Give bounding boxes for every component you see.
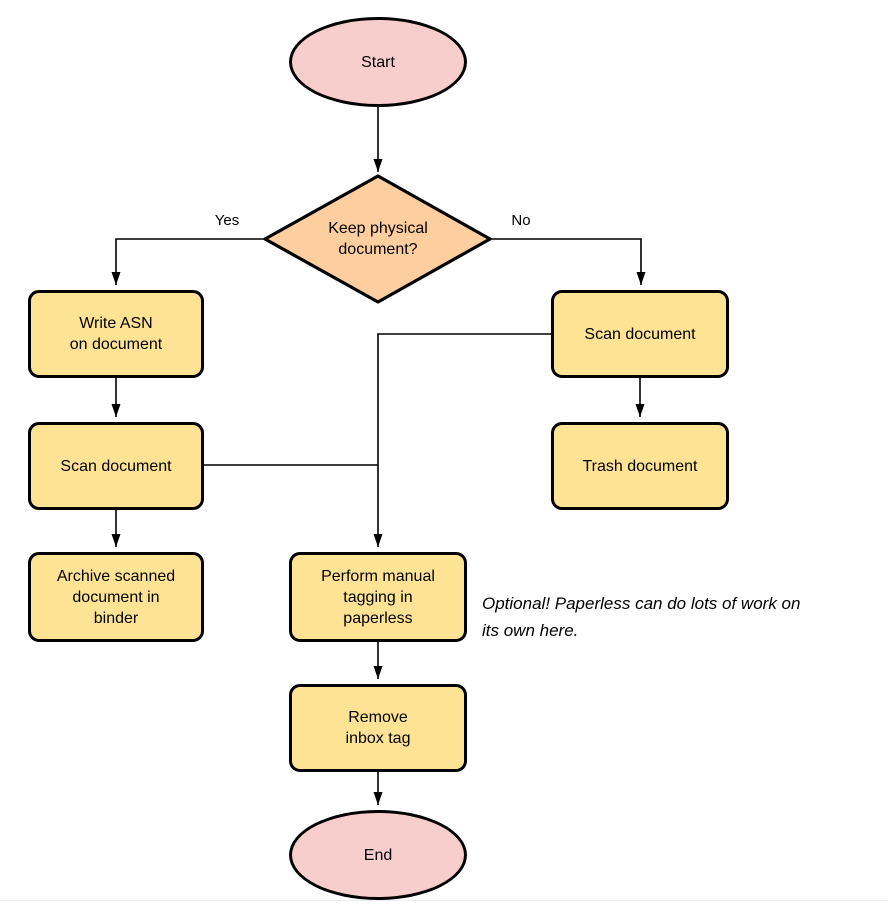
node-scan-document-right-label: Scan document xyxy=(584,325,696,343)
decision-node-shape xyxy=(263,174,492,304)
canvas-bottom-divider xyxy=(0,900,888,901)
node-scan-document-left: Scan document xyxy=(28,422,204,510)
node-write-asn: Write ASN on document xyxy=(28,290,204,378)
no-edge-label: No xyxy=(511,212,531,229)
node-end-label: End xyxy=(363,846,393,864)
node-manual-tagging-label: Perform manual tagging in paperless xyxy=(321,567,435,627)
edge-decision-no xyxy=(490,238,646,285)
node-decision-label: Keep physical document? xyxy=(328,220,428,258)
node-end: End xyxy=(289,810,467,900)
edge-scanright-to-tagging xyxy=(373,333,551,547)
node-scan-document-right: Scan document xyxy=(551,290,729,378)
node-archive-binder: Archive scanned document in binder xyxy=(28,552,204,642)
node-manual-tagging: Perform manual tagging in paperless xyxy=(289,552,467,642)
node-scan-document-left-label: Scan document xyxy=(60,457,172,475)
node-archive-binder-label: Archive scanned document in binder xyxy=(56,567,176,627)
node-remove-inbox-tag-label: Remove inbox tag xyxy=(345,709,411,747)
edge-decision-yes xyxy=(111,238,265,285)
node-remove-inbox-tag: Remove inbox tag xyxy=(289,684,467,772)
node-trash-document: Trash document xyxy=(551,422,729,510)
yes-edge-label: Yes xyxy=(214,212,240,229)
node-trash-document-label: Trash document xyxy=(582,457,698,475)
node-start: Start xyxy=(289,17,467,107)
node-start-label: Start xyxy=(361,53,395,71)
annotation-note: Optional! Paperless can do lots of work … xyxy=(482,594,801,640)
node-write-asn-label: Write ASN on document xyxy=(69,315,163,353)
